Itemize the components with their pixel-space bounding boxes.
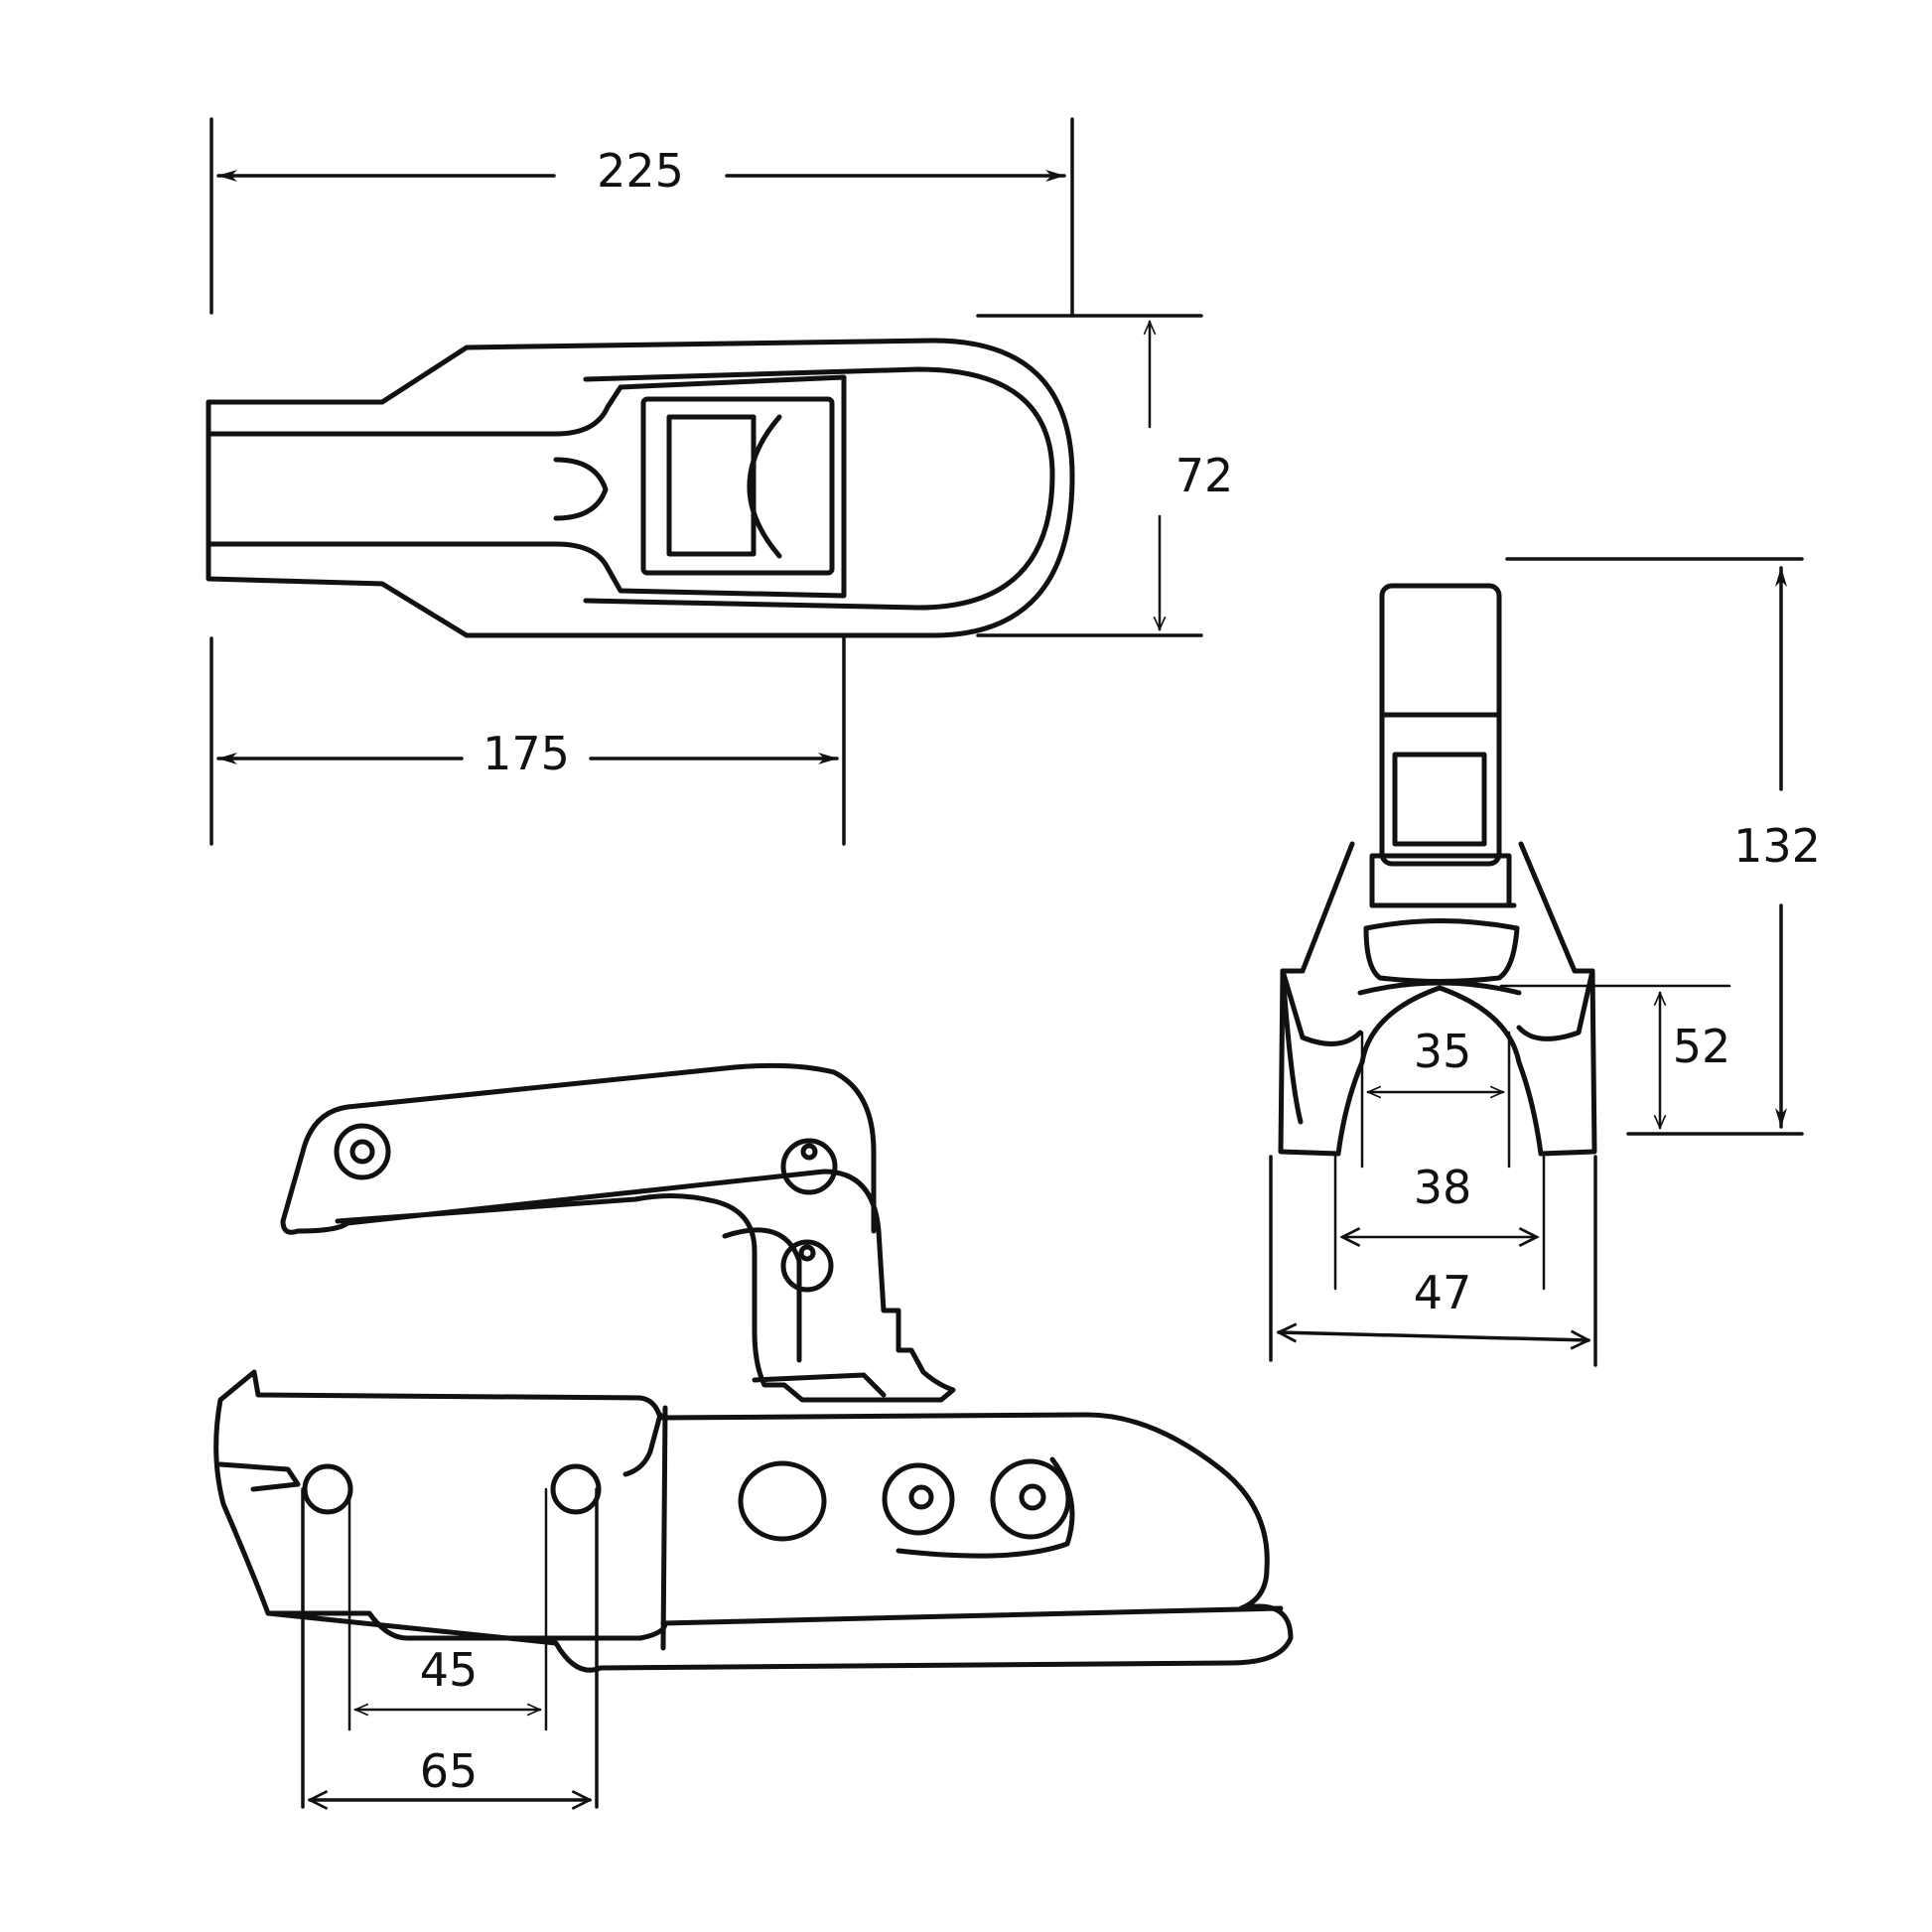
dim-ball-inner: 35	[1414, 1025, 1472, 1078]
dim-body-length: 175	[483, 727, 570, 780]
dim-overall-length: 225	[597, 144, 684, 198]
dim-height: 132	[1733, 819, 1821, 873]
dim-ball-outer: 38	[1414, 1161, 1472, 1214]
dimension-lines	[209, 117, 1804, 1807]
dim-base-width: 47	[1414, 1266, 1472, 1319]
top-view	[206, 338, 1075, 638]
side-view	[213, 1062, 1294, 1673]
dim-width: 72	[1175, 449, 1234, 502]
dim-ball-height: 52	[1673, 1020, 1731, 1073]
front-view	[1278, 583, 1597, 1157]
dim-hole-spacing-outer: 65	[420, 1744, 479, 1798]
dim-hole-spacing-inner: 45	[420, 1643, 479, 1697]
